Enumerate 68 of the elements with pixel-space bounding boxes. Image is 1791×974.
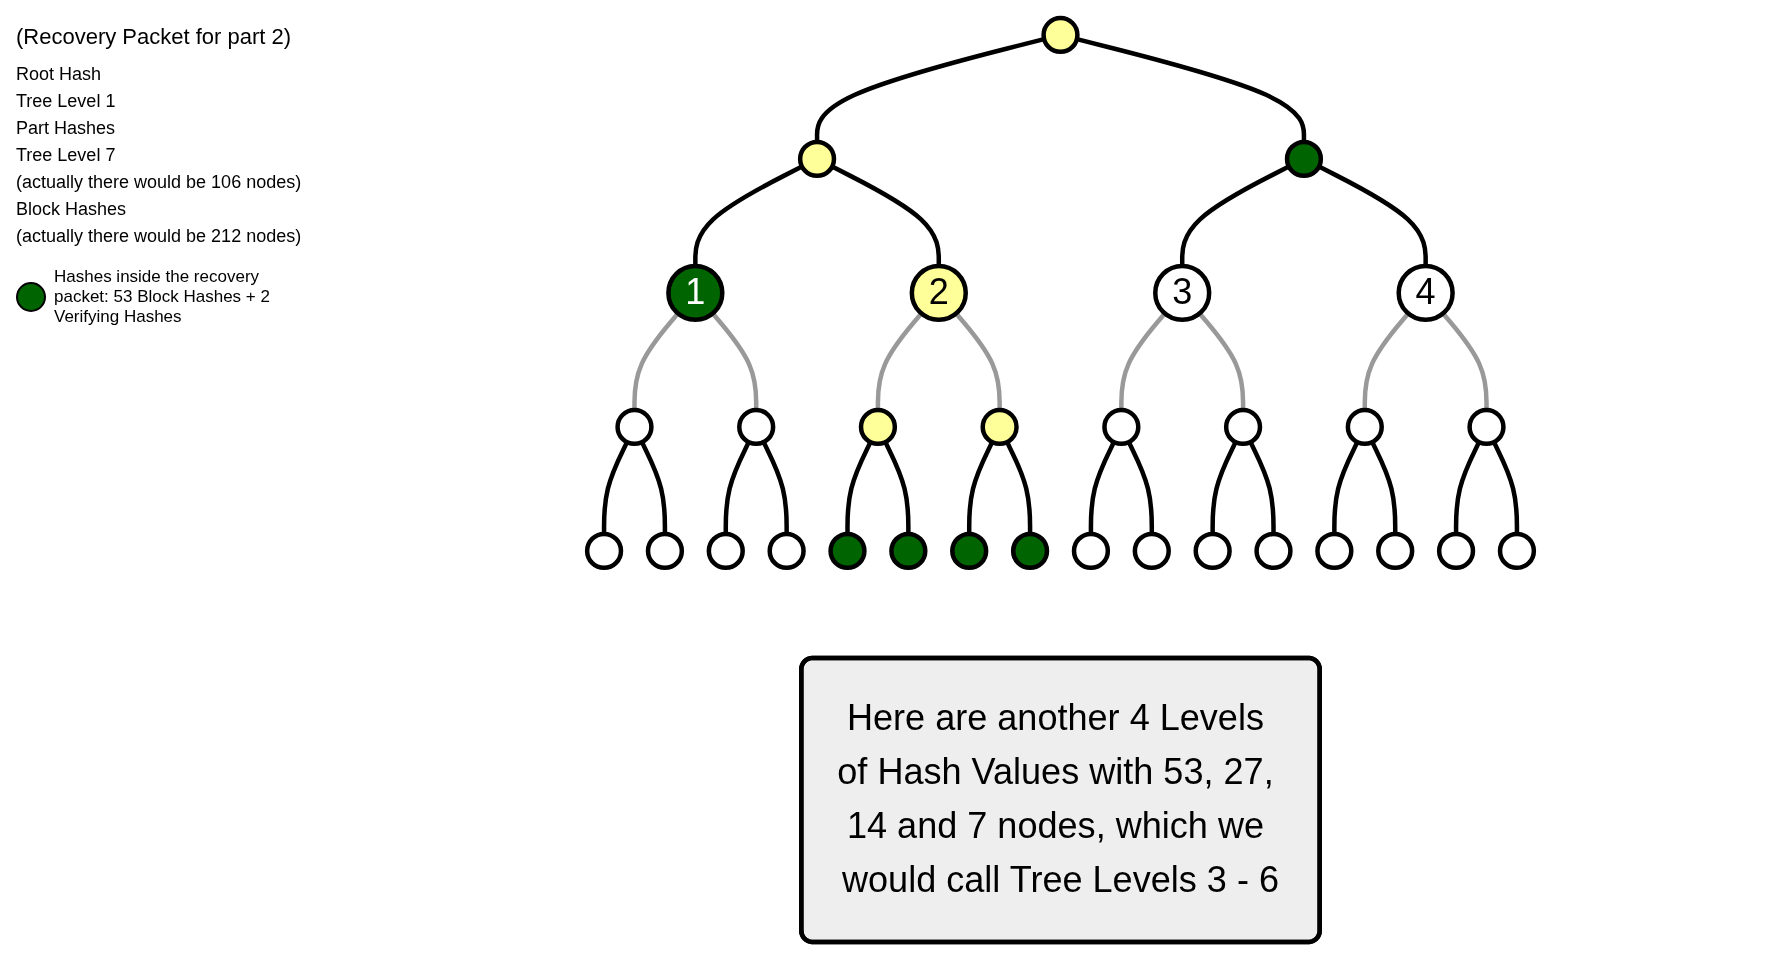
connector [1317,164,1428,266]
node-circle [645,531,685,571]
connector [1362,312,1410,410]
connector [723,441,751,534]
connector [883,441,911,534]
node-circle [1436,531,1476,571]
connector [966,441,995,534]
node-circle [767,531,806,571]
level-label: Block Hashes [16,199,128,220]
connector [761,441,789,534]
connector [1370,441,1398,534]
node-circle [1497,531,1537,571]
connector [1491,441,1520,534]
node-circle [584,531,624,571]
connector [845,441,873,534]
connector [1005,441,1033,534]
node-circle [1132,531,1171,571]
node-circle [737,407,776,447]
node-circle [1223,407,1263,447]
level-label: Part Hashes [16,118,117,139]
connector [1248,441,1276,534]
node-circle [615,407,654,447]
connector [954,312,1002,410]
node-circle [1284,139,1324,179]
node-circle [828,531,867,571]
node-circle [1102,407,1141,447]
node-circle [1071,531,1111,571]
connector [875,312,924,410]
node-circle: 3 [1153,263,1212,323]
node-circle [706,531,745,571]
node-circle [950,531,989,571]
connector [639,441,668,534]
connector [601,441,630,534]
level-label: Root Hash [16,64,103,85]
node-circle [1376,531,1415,571]
connector [1126,441,1155,534]
level-label: (actually there would be 106 nodes) [16,172,303,193]
connector [632,312,680,410]
level-label: Tree Level 1 [16,91,117,112]
node-circle [1315,531,1354,571]
node-circle: 4 [1396,263,1455,323]
node-circle [1254,531,1293,571]
node-circle [797,139,837,179]
connector [711,312,759,410]
connector [1332,441,1360,534]
node-circle [1193,531,1232,571]
connector [1197,312,1246,410]
connector [693,164,804,266]
connector [1088,441,1116,534]
node-circle [1467,407,1506,447]
connector [1119,312,1167,410]
node-circle: 2 [909,263,968,323]
node-circle [980,407,1019,447]
node-circle [1345,407,1384,447]
connector [1441,312,1489,410]
level-label: (actually there would be 212 nodes) [16,226,303,247]
connector [1453,441,1482,534]
legend-text: Hashes inside the recovery packet: 53 Block Hashes + 2 Verifying Hashes [54,267,271,327]
level-label: Tree Level 7 [16,145,117,166]
connector [831,164,942,266]
node-circle [858,407,898,447]
node-circle [1041,15,1080,55]
connector [1210,441,1238,534]
node-circle: 1 [666,263,725,323]
node-circle [889,531,928,571]
connector [1179,164,1290,266]
diagram-title: (Recovery Packet for part 2) [16,24,293,50]
node-circle [1010,531,1050,571]
